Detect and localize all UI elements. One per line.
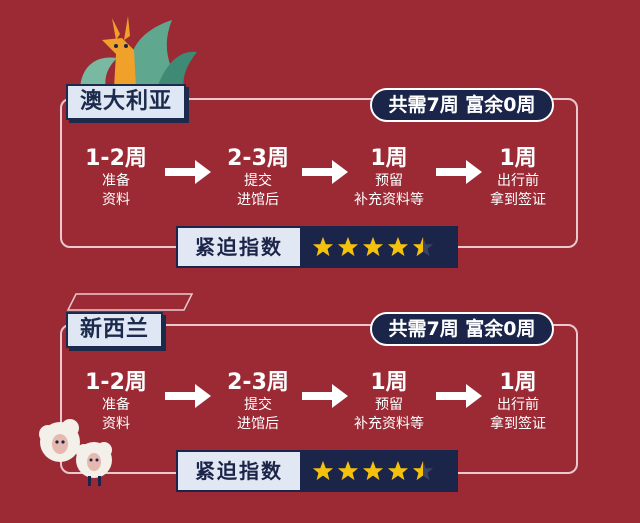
star-icon	[362, 460, 384, 481]
country-label: 澳大利亚	[66, 84, 187, 120]
half-star-icon	[412, 460, 434, 481]
australia-section: 澳大利亚 共需7周 富余0周 1-2周 准备 资料 2-3周 提交 进馆后 1周…	[0, 10, 640, 268]
urgency-label: 紧迫指数	[178, 228, 300, 266]
step-duration: 1-2周	[85, 146, 147, 171]
urgency-index: 紧迫指数	[176, 226, 458, 268]
step-desc-line2: 拿到签证	[490, 192, 546, 208]
step-submit: 2-3周 提交 进馆后	[208, 146, 308, 210]
star-icon	[312, 236, 334, 257]
step-desc-line1: 出行前	[497, 173, 539, 189]
step-desc-line1: 提交	[244, 397, 272, 413]
arrow-right-icon	[165, 160, 211, 184]
step-reserve: 1周 预留 补充资料等	[339, 370, 439, 434]
star-icon	[337, 236, 359, 257]
arrow-right-icon	[302, 160, 348, 184]
step-desc-line2: 进馆后	[237, 192, 279, 208]
arrow-right-icon	[165, 384, 211, 408]
star-icon	[337, 460, 359, 481]
new-zealand-section: 新西兰 共需7周 富余0周 1-2周 准备 资料 2-3周 提交 进馆后 1周 …	[0, 282, 640, 522]
step-prepare: 1-2周 准备 资料	[66, 370, 166, 434]
half-star-icon	[412, 236, 434, 257]
step-desc-line2: 资料	[102, 416, 130, 432]
step-duration: 1周	[499, 146, 537, 171]
step-duration: 1周	[499, 370, 537, 395]
step-desc-line1: 准备	[102, 173, 130, 189]
step-desc-line1: 提交	[244, 173, 272, 189]
step-desc-line2: 拿到签证	[490, 416, 546, 432]
urgency-stars	[300, 228, 456, 266]
weeks-summary: 共需7周 富余0周	[370, 312, 554, 346]
star-icon	[312, 460, 334, 481]
step-duration: 1周	[370, 370, 408, 395]
arrow-right-icon	[436, 160, 482, 184]
step-desc-line1: 准备	[102, 397, 130, 413]
step-desc-line2: 补充资料等	[354, 416, 424, 432]
step-get-visa: 1周 出行前 拿到签证	[468, 146, 568, 210]
kangaroo-icon	[80, 16, 197, 88]
urgency-stars	[300, 452, 456, 490]
arrow-right-icon	[302, 384, 348, 408]
step-get-visa: 1周 出行前 拿到签证	[468, 370, 568, 434]
sheep-icon	[39, 419, 112, 486]
country-label: 新西兰	[66, 312, 164, 348]
weeks-summary: 共需7周 富余0周	[370, 88, 554, 122]
star-icon	[387, 236, 409, 257]
urgency-index: 紧迫指数	[176, 450, 458, 492]
step-desc-line1: 出行前	[497, 397, 539, 413]
step-prepare: 1-2周 准备 资料	[66, 146, 166, 210]
step-desc-line1: 预留	[375, 397, 403, 413]
arrow-right-icon	[436, 384, 482, 408]
star-icon	[387, 460, 409, 481]
step-reserve: 1周 预留 补充资料等	[339, 146, 439, 210]
star-icon	[362, 236, 384, 257]
step-duration: 2-3周	[227, 370, 289, 395]
step-desc-line2: 补充资料等	[354, 192, 424, 208]
step-duration: 2-3周	[227, 146, 289, 171]
box-outline-icon	[66, 293, 194, 311]
urgency-label: 紧迫指数	[178, 452, 300, 490]
step-submit: 2-3周 提交 进馆后	[208, 370, 308, 434]
step-desc-line2: 资料	[102, 192, 130, 208]
step-duration: 1周	[370, 146, 408, 171]
step-duration: 1-2周	[85, 370, 147, 395]
step-desc-line1: 预留	[375, 173, 403, 189]
step-desc-line2: 进馆后	[237, 416, 279, 432]
